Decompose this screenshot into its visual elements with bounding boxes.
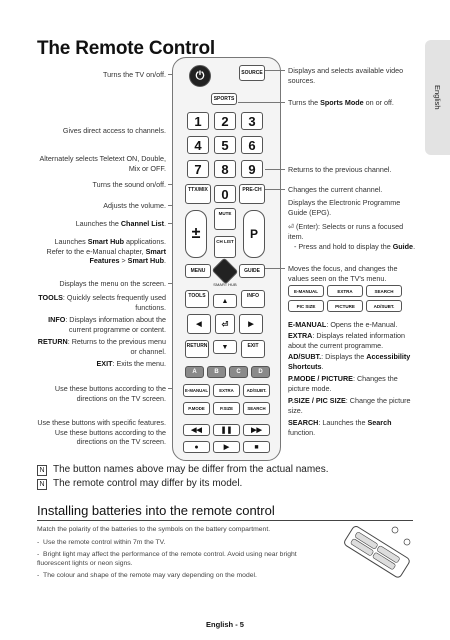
down-arrow-button[interactable]: ▼ — [213, 340, 237, 354]
label-feature-buttons: Use these buttons with specific features… — [37, 418, 166, 446]
up-arrow-button[interactable]: ▲ — [213, 294, 237, 308]
ch-list-button[interactable]: CH LIST — [214, 236, 236, 258]
search-button[interactable]: SEARCH — [243, 402, 270, 415]
digit-9-button[interactable]: 9 — [241, 160, 263, 178]
label-search: SEARCH: Launches the Search function. — [288, 418, 392, 437]
color-button-a[interactable]: A — [185, 366, 204, 378]
label-return: RETURN: Returns to the previous menu or … — [37, 337, 166, 356]
digit-6-button[interactable]: 6 — [241, 136, 263, 154]
pre-ch-button[interactable]: PRE-CH — [239, 184, 265, 204]
power-button[interactable]: ⏻ — [189, 65, 211, 87]
digit-2-button[interactable]: 2 — [214, 112, 236, 130]
label-ttx: Alternately selects Teletext ON, Double,… — [39, 154, 166, 173]
label-enter: ⏎ (Enter): Selects or runs a focused ite… — [288, 222, 404, 241]
page-title: The Remote Control — [37, 38, 215, 59]
note-icon: N — [37, 465, 47, 476]
digit-8-button[interactable]: 8 — [214, 160, 236, 178]
remote-control: ⏻ SOURCE SPORTS 1 2 3 4 5 6 7 8 9 TTX/MI… — [172, 57, 281, 461]
label-enter-hold: - Press and hold to display the Guide. — [294, 242, 416, 251]
section-intro: Match the polarity of the batteries to t… — [37, 526, 271, 533]
label-chlist: Launches the Channel List. — [75, 219, 166, 228]
mini-e-manual-button: E-MANUAL — [288, 285, 324, 297]
extra-button[interactable]: EXTRA — [213, 384, 240, 397]
language-tab-label: English — [433, 85, 442, 110]
e-manual-button[interactable]: E-MANUAL — [183, 384, 210, 397]
record-button[interactable]: ● — [183, 441, 210, 453]
label-p-mode: P.MODE / PICTURE: Changes the picture mo… — [288, 374, 398, 393]
mini-ad-subt-button: AD/SUBT. — [366, 300, 402, 312]
label-channel: Changes the current channel. — [288, 185, 383, 194]
language-tab: English — [425, 40, 450, 155]
guide-button[interactable]: GUIDE — [239, 264, 265, 278]
mini-search-button: SEARCH — [366, 285, 402, 297]
mini-extra-button: EXTRA — [327, 285, 363, 297]
mini-picture-button: PICTURE — [327, 300, 363, 312]
info-button[interactable]: INFO — [241, 290, 265, 308]
page-footer: English - 5 — [206, 620, 244, 629]
rewind-button[interactable]: ◀◀ — [183, 424, 210, 436]
tools-button[interactable]: TOOLS — [185, 290, 209, 308]
sports-button[interactable]: SPORTS — [211, 93, 237, 105]
right-arrow-button[interactable]: ▶ — [239, 314, 263, 334]
smart-hub-label: SMART HUB — [213, 282, 237, 287]
label-sports: Turns the Sports Mode on or off. — [288, 98, 394, 107]
source-button[interactable]: SOURCE — [239, 65, 265, 81]
menu-button[interactable]: MENU — [185, 264, 211, 278]
battery-illustration — [344, 526, 411, 578]
digit-4-button[interactable]: 4 — [187, 136, 209, 154]
digit-7-button[interactable]: 7 — [187, 160, 209, 178]
volume-rocker[interactable]: ± — [185, 210, 207, 258]
label-digits: Gives direct access to channels. — [62, 126, 166, 135]
p-size-button[interactable]: P.SIZE — [213, 402, 240, 415]
label-source: Displays and selects available video sou… — [288, 66, 404, 85]
color-button-d[interactable]: D — [251, 366, 270, 378]
ad-subt-button[interactable]: AD/SUBT. — [243, 384, 270, 397]
enter-icon: ⏎ — [288, 222, 297, 231]
digit-1-button[interactable]: 1 — [187, 112, 209, 130]
label-menu: Displays the menu on the screen. — [59, 279, 166, 288]
label-e-manual: E-MANUAL: Opens the e-Manual. — [288, 320, 398, 329]
digit-3-button[interactable]: 3 — [241, 112, 263, 130]
label-info: INFO: Displays information about the cur… — [48, 315, 166, 334]
label-power: Turns the TV on/off. — [103, 70, 166, 79]
label-extra: EXTRA: Displays related information abou… — [288, 331, 406, 350]
section-divider — [37, 520, 413, 521]
label-color-buttons: Use these buttons according to the direc… — [54, 384, 166, 403]
bullet-2: - Bright light may affect the performanc… — [37, 551, 297, 567]
label-exit: EXIT: Exits the menu. — [96, 359, 166, 368]
color-button-b[interactable]: B — [207, 366, 226, 378]
color-button-c[interactable]: C — [229, 366, 248, 378]
fast-forward-button[interactable]: ▶▶ — [243, 424, 270, 436]
mute-button[interactable]: MUTE — [214, 208, 236, 230]
mini-pic-size-button: PIC SIZE — [288, 300, 324, 312]
bullet-3: - The colour and shape of the remote may… — [37, 572, 257, 579]
digit-5-button[interactable]: 5 — [214, 136, 236, 154]
label-tools: TOOLS: Quickly selects frequently used f… — [38, 293, 166, 312]
stop-button[interactable]: ■ — [243, 441, 270, 453]
note-icon: N — [37, 479, 47, 490]
channel-rocker[interactable]: P — [243, 210, 265, 258]
left-arrow-button[interactable]: ◀ — [187, 314, 211, 334]
label-smarthub: Launches Smart Hub applications. Refer t… — [46, 237, 166, 265]
digit-0-button[interactable]: 0 — [214, 185, 236, 203]
return-button[interactable]: RETURN — [185, 340, 209, 358]
play-button[interactable]: ▶ — [213, 441, 240, 453]
label-ad-subt: AD/SUBT.: Displays the Accessibility Sho… — [288, 352, 411, 371]
pause-button[interactable]: ❚❚ — [213, 424, 240, 436]
smart-hub-button[interactable] — [211, 257, 239, 285]
bullet-1: - Use the remote control within 7m the T… — [37, 539, 166, 546]
section-heading: Installing batteries into the remote con… — [37, 503, 275, 518]
p-mode-button[interactable]: P.MODE — [183, 402, 210, 415]
label-prech: Returns to the previous channel. — [288, 165, 392, 174]
ttx-mix-button[interactable]: TTX/MIX — [185, 184, 211, 204]
label-mute: Turns the sound on/off. — [92, 180, 166, 189]
label-guide: Displays the Electronic Programme Guide … — [288, 198, 401, 217]
exit-button[interactable]: EXIT — [241, 340, 265, 358]
enter-button[interactable]: ⏎ — [215, 314, 235, 334]
label-arrows: Moves the focus, and changes the values … — [288, 264, 398, 283]
label-p-size: P.SIZE / PIC SIZE: Change the picture si… — [288, 396, 411, 415]
label-volume: Adjusts the volume. — [103, 201, 166, 210]
